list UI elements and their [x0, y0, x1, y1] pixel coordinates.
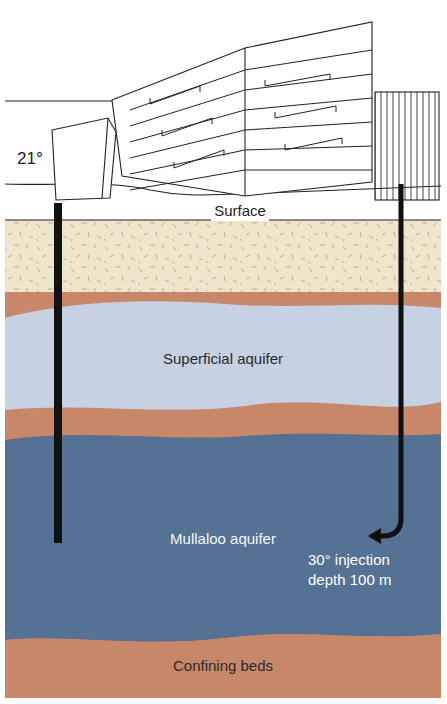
angle-label: 21°: [17, 149, 43, 169]
floor-line: [130, 98, 372, 142]
window-line: [265, 74, 330, 86]
window-line: [162, 118, 212, 136]
floor-line: [130, 170, 372, 190]
aquifer-band: Mullaloo aquifer: [5, 428, 441, 650]
aquifer-band: Superficial aquifer: [5, 298, 441, 420]
layer-label: Superficial aquifer: [163, 350, 283, 368]
band-fill: [5, 301, 441, 410]
layer-label: Mullaloo aquifer: [170, 530, 276, 548]
window-line: [150, 86, 200, 104]
sky: [5, 5, 441, 220]
injection-well: [378, 184, 401, 536]
building-floors: [130, 50, 372, 190]
band-fill: [5, 434, 441, 642]
floor-line: [130, 122, 372, 158]
soil-layer: [5, 220, 441, 294]
building: [5, 22, 441, 200]
clay-layer: [5, 292, 441, 698]
window-line: [285, 138, 342, 150]
layer-label: Confining beds: [173, 657, 273, 675]
band-fill: [5, 634, 441, 698]
confining-band: Confining beds: [5, 634, 441, 698]
window-line: [275, 106, 336, 118]
injection-arrowhead: [368, 528, 381, 544]
extraction-well: [54, 203, 62, 543]
soil-texture: [5, 220, 441, 294]
injection-note: 30° injection depth 100 m: [308, 550, 414, 590]
floor-line: [130, 74, 372, 126]
surface-label: Surface: [211, 201, 269, 221]
window-line: [174, 150, 224, 168]
